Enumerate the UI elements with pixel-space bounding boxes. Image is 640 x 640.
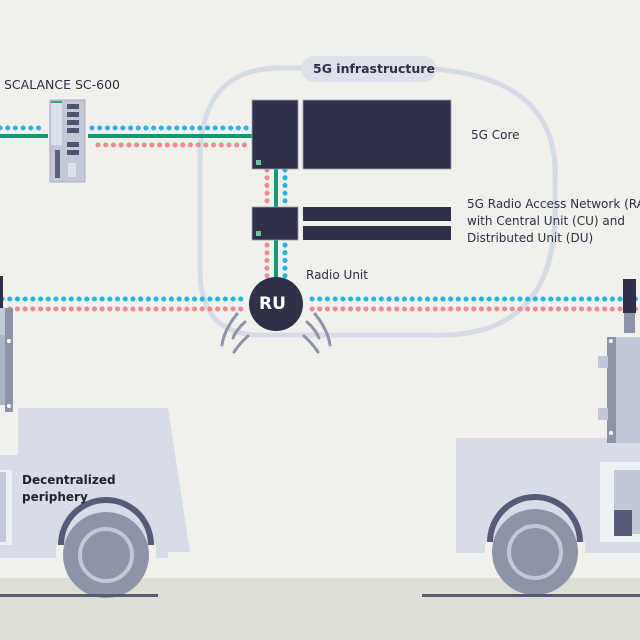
periphery-label-line-2: periphery <box>22 490 88 504</box>
switch-label: SCALANCE SC-600 <box>4 77 120 92</box>
wireless-link-right <box>309 296 640 312</box>
left-vehicle <box>0 276 190 598</box>
radio-waves-icon <box>220 312 332 354</box>
core-label: 5G Core <box>471 128 520 142</box>
5g-core-device <box>251 99 452 170</box>
infrastructure-label: 5G infrastructure <box>313 61 435 76</box>
radio-unit-label: Radio Unit <box>306 268 368 282</box>
ran-device <box>251 206 451 241</box>
periphery-label-line-1: Decentralized <box>22 473 116 487</box>
ran-label-line-2: with Central Unit (CU) and <box>467 214 625 228</box>
ru-badge-text: RU <box>259 294 286 314</box>
right-wheel <box>492 509 578 595</box>
infrastructure-label-pill <box>301 56 436 82</box>
ran-label-line-3: Distributed Unit (DU) <box>467 231 594 245</box>
infrastructure-boundary <box>197 65 558 338</box>
right-vehicle <box>422 279 640 597</box>
wireless-link-left <box>0 296 247 312</box>
left-wheel <box>63 512 149 598</box>
ran-label-line-1: 5G Radio Access Network (RA <box>467 197 640 211</box>
radio-unit <box>249 277 303 331</box>
scalance-switch-device <box>49 99 86 183</box>
